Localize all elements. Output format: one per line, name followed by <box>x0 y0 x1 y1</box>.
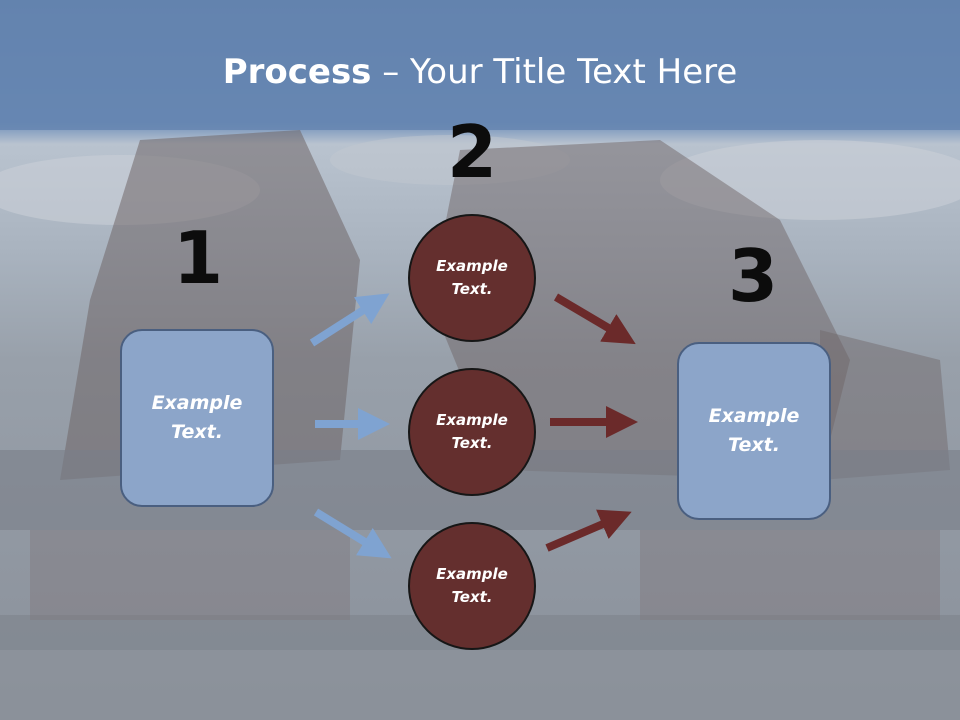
left-box-line1: Example <box>151 392 243 414</box>
process-circle-top: Example Text. <box>408 214 536 342</box>
step-number-2: 2 <box>446 110 498 194</box>
arrow-red-up <box>545 509 632 552</box>
process-circle-bottom: Example Text. <box>408 522 536 650</box>
arrow-blue-down <box>313 508 392 559</box>
arrow-blue-up <box>309 293 390 347</box>
title-rest: – Your Title Text Here <box>371 52 738 92</box>
right-box-line1: Example <box>708 405 800 427</box>
left-box-line2: Text. <box>171 421 223 443</box>
circle-top-line1: Example <box>436 257 508 275</box>
slide-title: Process – Your Title Text Here <box>0 52 960 92</box>
circle-top-line2: Text. <box>451 280 493 298</box>
step-number-3: 3 <box>727 234 779 318</box>
left-process-box: Example Text. <box>120 329 274 507</box>
right-process-box: Example Text. <box>677 342 831 520</box>
circle-bottom-line2: Text. <box>451 588 493 606</box>
step-number-1: 1 <box>172 216 224 300</box>
arrow-red-down <box>553 293 636 345</box>
right-box-line2: Text. <box>728 434 780 456</box>
process-circle-middle: Example Text. <box>408 368 536 496</box>
circle-middle-line2: Text. <box>451 434 493 452</box>
title-bold: Process <box>222 52 372 92</box>
circle-middle-line1: Example <box>436 411 508 429</box>
circle-bottom-line1: Example <box>436 565 508 583</box>
